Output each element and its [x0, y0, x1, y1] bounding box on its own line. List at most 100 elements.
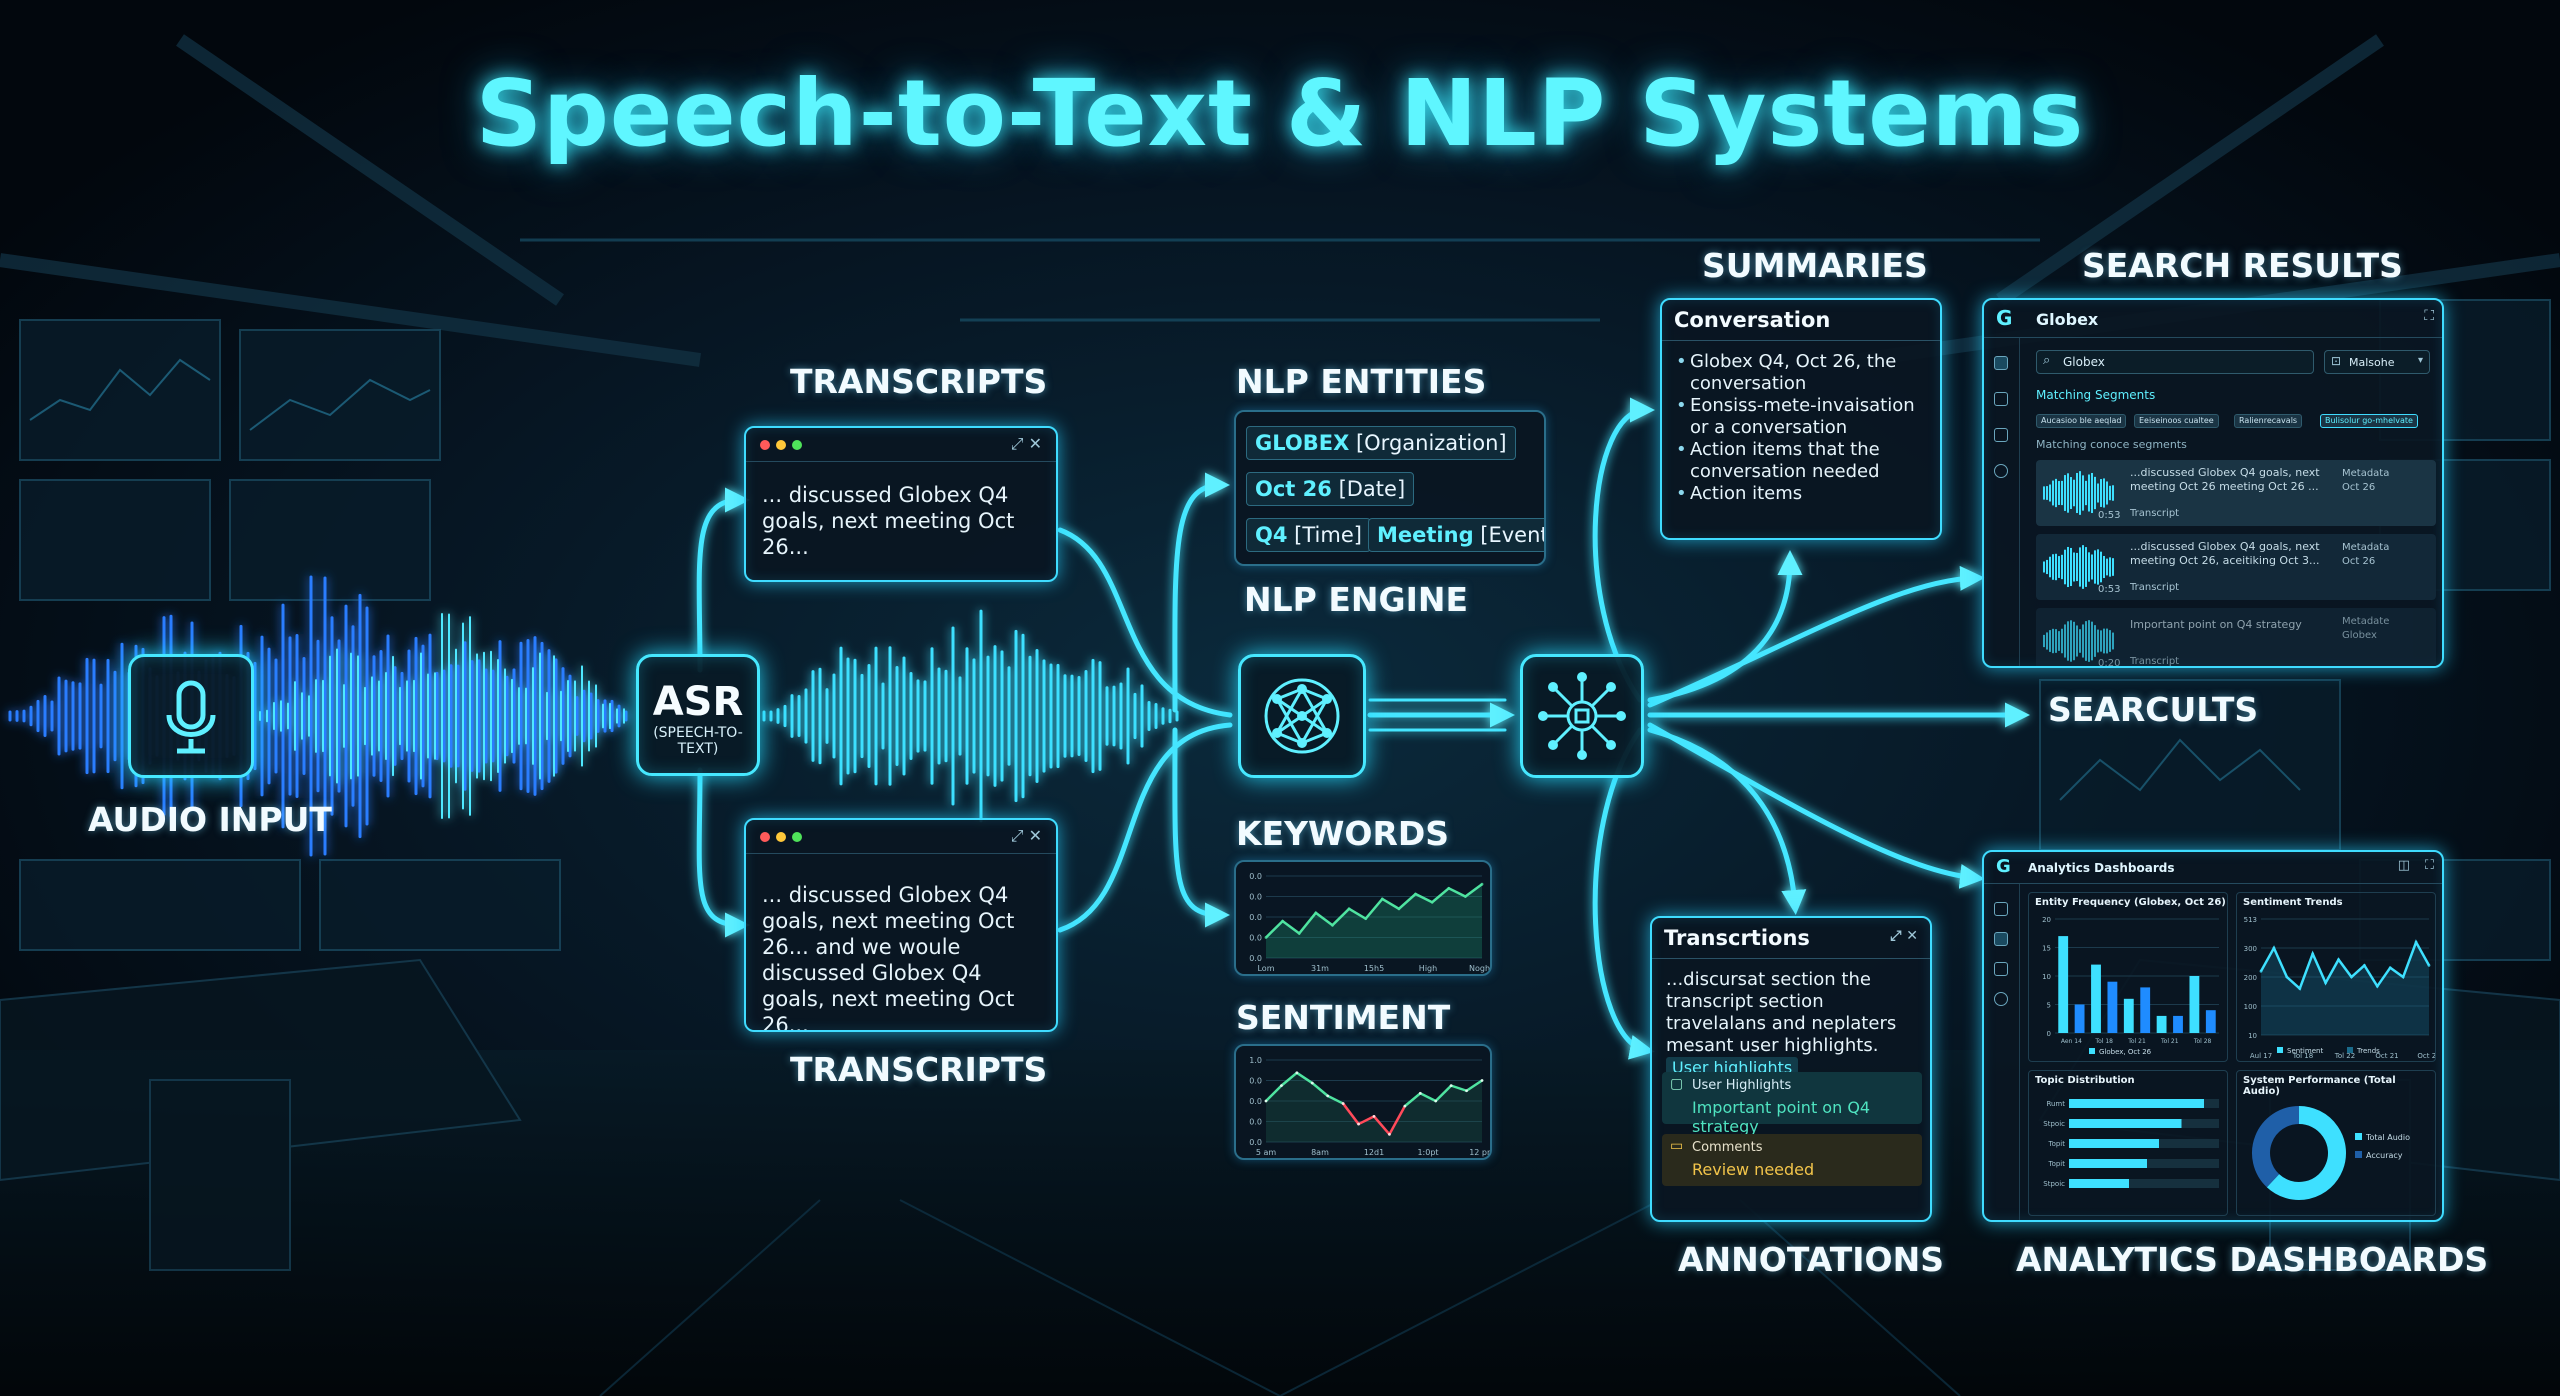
donut-slice: [2266, 1106, 2346, 1200]
data-point: [1297, 932, 1301, 935]
highlight-icon: ▢: [1670, 1076, 1684, 1092]
topic-label: Topit: [2047, 1140, 2065, 1148]
summary-item: Action items: [1676, 483, 1926, 505]
asr-subtitle-2: TEXT): [677, 741, 719, 757]
nlp-engine-node[interactable]: [1238, 654, 1366, 778]
minimize-dot[interactable]: [776, 440, 786, 450]
search-result-row[interactable]: 0:20 Important point on Q4 strategy Tran…: [2036, 608, 2436, 667]
maximize-dot[interactable]: [792, 832, 802, 842]
filter-dropdown[interactable]: ⊡ Malsohe ▾: [2324, 350, 2430, 374]
data-point: [1281, 919, 1285, 923]
keywords-chart: 0.00.00.00.00.0Lom31m15h5HighNoghe: [1249, 872, 1490, 973]
comment-text: Review needed: [1692, 1160, 1815, 1179]
home-icon[interactable]: [1994, 356, 2008, 370]
analytics-icon[interactable]: [1994, 932, 2008, 946]
flow-hub-to-annotations-2: [1647, 727, 1807, 915]
data-point: [2350, 975, 2353, 979]
layout-icon[interactable]: ◫: [2397, 858, 2410, 873]
searcults-label: SEARCULTS: [2048, 690, 2259, 729]
entity-type: [Event]: [1480, 523, 1544, 547]
close-dot[interactable]: [760, 440, 770, 450]
database-icon[interactable]: [1994, 962, 2008, 976]
highlight-label: User Highlights: [1692, 1078, 1792, 1093]
search-result-row[interactable]: 0:53 ...discussed Globex Q4 goals, next …: [2036, 460, 2436, 526]
entity-chip-date[interactable]: Oct 26 [Date]: [1246, 472, 1415, 506]
bar: [2069, 1179, 2129, 1188]
series-line-segment: [1311, 1081, 1329, 1098]
window-titlebar: ⤢ ✕: [746, 820, 1056, 854]
dashboard-icon[interactable]: [1994, 902, 2008, 916]
image-icon[interactable]: [1994, 428, 2008, 442]
search-input[interactable]: ⌕ Globex: [2036, 350, 2314, 374]
minimize-dot[interactable]: [776, 832, 786, 842]
distribution-hub-node[interactable]: [1520, 654, 1644, 778]
comment-card[interactable]: ▭ Comments Review needed: [1662, 1134, 1922, 1186]
maximize-dot[interactable]: [792, 440, 802, 450]
x-tick-label: 12d1: [1364, 1148, 1384, 1157]
legend-swatch: [2355, 1151, 2362, 1158]
flow-hub-to-summaries-2: [1647, 550, 1803, 703]
transcript-window-top[interactable]: ⤢ ✕ ... discussed Globex Q4 goals, next …: [744, 426, 1058, 582]
series-line-segment: [1419, 1092, 1437, 1103]
data-point: [1449, 1084, 1453, 1088]
entity-type: [Date]: [1338, 477, 1406, 501]
legend-swatch: [2089, 1048, 2095, 1054]
users-icon[interactable]: [1994, 392, 2008, 406]
search-results-panel[interactable]: G Globex ⛶ ⌕ Globex ⊡ Malsohe ▾ Matching…: [1982, 298, 2444, 668]
result-kind: Transcript: [2130, 508, 2180, 519]
data-point: [1397, 907, 1401, 911]
result-text: Important point on Q4 strategy: [2130, 618, 2302, 631]
analytics-dashboard-panel[interactable]: G Analytics Dashboards ◫ ⛶ Entity Freque…: [1982, 850, 2444, 1222]
search-result-row[interactable]: 0:53 ...discussed Globex Q4 goals, next …: [2036, 534, 2436, 600]
topic-label: Topit: [2047, 1160, 2065, 1168]
segment-filter-pill[interactable]: Bulisolur go-mhelvate: [2320, 414, 2418, 428]
x-tick-label: Oct 21: [2417, 1052, 2435, 1060]
segment-filter-pill[interactable]: Ralienrecavals: [2234, 414, 2303, 428]
y-tick-label: 0.0: [1249, 872, 1262, 881]
settings-icon[interactable]: [1994, 992, 2008, 1006]
settings-icon[interactable]: [1994, 464, 2008, 478]
legend-label: Total Audio: [2365, 1133, 2410, 1142]
data-point: [2285, 975, 2289, 979]
window-controls-icon[interactable]: ⤢ ✕: [1010, 434, 1042, 453]
search-sidebar: [1984, 338, 2020, 666]
expand-icon[interactable]: ⛶: [2424, 858, 2434, 873]
expand-icon[interactable]: ⛶: [2424, 308, 2434, 324]
y-tick-label: 5: [2047, 1002, 2051, 1010]
matching-segments-heading: Matching Segments: [2036, 388, 2156, 402]
keywords-chart-panel: 0.00.00.00.00.0Lom31m15h5HighNoghe: [1234, 860, 1492, 976]
x-tick-label: Oct 21: [2375, 1052, 2398, 1060]
window-controls-icon[interactable]: ⤢ ✕: [1010, 826, 1042, 845]
segment-filter-pill[interactable]: Aucasioo ble aeqlad: [2036, 414, 2127, 428]
result-kind: Transcript: [2130, 656, 2180, 667]
series-line-segment: [1264, 1084, 1283, 1103]
entity-term: Oct 26: [1255, 477, 1332, 501]
transcript-window-bottom[interactable]: ⤢ ✕ ... discussed Globex Q4 goals, next …: [744, 818, 1058, 1032]
area-fill: [1266, 884, 1482, 958]
highlight-text: Important point on Q4 strategy: [1692, 1098, 1871, 1136]
summaries-panel[interactable]: Conversation Globex Q4, Oct 26, the conv…: [1660, 298, 1942, 540]
annotation-body-text: ...discursat section the transcript sect…: [1666, 969, 1897, 1056]
y-tick-label: 1.0: [1249, 1056, 1262, 1065]
window-controls-icon[interactable]: ⤢ ✕: [1890, 928, 1918, 944]
data-point: [1364, 917, 1368, 921]
x-tick-label: 1:0pt: [1417, 1148, 1438, 1157]
series-line-segment: [1403, 1092, 1422, 1108]
matching-sub-heading: Matching conoce segments: [2036, 438, 2187, 451]
summary-title: Conversation: [1662, 300, 1940, 341]
entity-chip-organization[interactable]: GLOBEX [Organization]: [1246, 426, 1516, 460]
entity-chip-event[interactable]: Meeting [Event]: [1368, 518, 1544, 552]
asr-node[interactable]: ASR (SPEECH-TO- TEXT): [636, 654, 760, 776]
segment-filter-pill[interactable]: Eeiseinoos cualtee: [2134, 414, 2219, 428]
entity-chip-time[interactable]: Q4 [Time]: [1246, 518, 1371, 552]
y-tick-label: 10: [2248, 1032, 2257, 1040]
annotations-panel[interactable]: Transcrtions ⤢ ✕ ...discursat section th…: [1650, 916, 1932, 1222]
close-dot[interactable]: [760, 832, 770, 842]
highlight-card[interactable]: ▢ User Highlights Important point on Q4 …: [1662, 1072, 1922, 1136]
audio-input-node[interactable]: [128, 654, 254, 778]
